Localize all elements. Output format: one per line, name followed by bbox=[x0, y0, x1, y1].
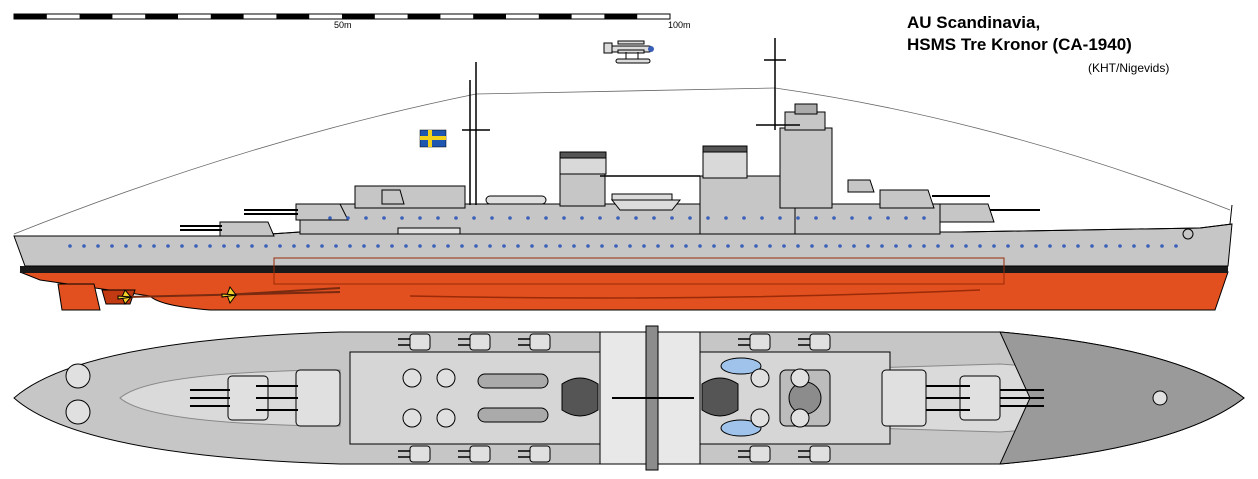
scale-label-100m: 100m bbox=[668, 20, 691, 30]
funnel-aft bbox=[559, 155, 607, 175]
hull-underwater bbox=[19, 271, 1229, 311]
credit-text: (KHT/Nigevids) bbox=[1088, 61, 1170, 75]
ship-top-plan bbox=[13, 325, 1245, 471]
scale-label-50m: 50m bbox=[334, 20, 352, 30]
seaplane-icon bbox=[603, 40, 654, 64]
scale-bar bbox=[13, 13, 671, 20]
bridge-tower bbox=[779, 127, 833, 209]
title-line-1: AU Scandinavia, bbox=[907, 13, 1041, 32]
portholes bbox=[68, 216, 1178, 248]
funnel-aft-top bbox=[561, 377, 599, 417]
rudder bbox=[57, 283, 101, 311]
title-line-2: HSMS Tre Kronor (CA-1940) bbox=[907, 35, 1132, 54]
funnel-fwd bbox=[702, 149, 748, 179]
propeller-icon bbox=[221, 285, 238, 305]
title-block: AU Scandinavia, HSMS Tre Kronor (CA-1940… bbox=[907, 12, 1132, 56]
ship-side-profile bbox=[13, 38, 1233, 311]
propeller-icon bbox=[117, 289, 133, 305]
funnel-fwd-top bbox=[701, 377, 739, 417]
boot-topping bbox=[20, 266, 1228, 273]
swedish-ensign-icon bbox=[419, 129, 447, 148]
